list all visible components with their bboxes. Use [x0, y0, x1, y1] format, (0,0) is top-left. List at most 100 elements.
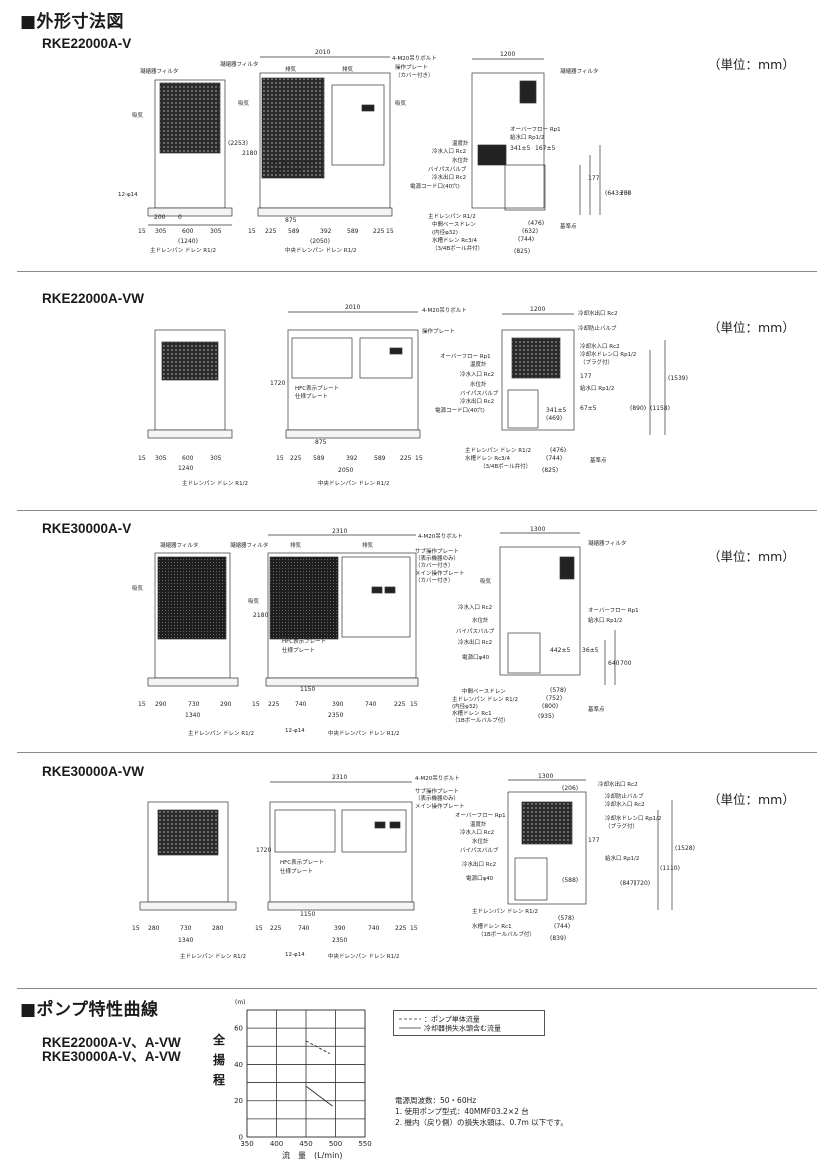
- dim-left-part: 730: [180, 925, 192, 932]
- label-cold-out: 冷水出口 Rc2: [458, 638, 492, 646]
- label-drain-sub2: (内径φ32): [452, 702, 478, 710]
- dim-side-vert: (588): [562, 877, 578, 884]
- pump-models-1: RKE22000A-V、A-VW: [42, 1035, 181, 1050]
- label-drain: 主ドレンパン ドレン R1/2: [188, 729, 254, 737]
- label-cold-in: 冷水入口 Rc2: [458, 603, 492, 611]
- dim-base-part: 589: [288, 228, 300, 235]
- label-plate: 操作プレート: [422, 327, 455, 335]
- dim-side-part: (578): [558, 915, 574, 922]
- label-cooler-out: 冷却水出口 Rc2: [598, 780, 638, 788]
- label-cooler-in: 冷却水入口 Rc2: [580, 342, 620, 350]
- label-cold-in: 冷水入口 Rc2: [460, 828, 494, 836]
- label-filter: 凝縮器フィルタ: [588, 539, 626, 547]
- label-intake: 吸気: [132, 584, 144, 592]
- label-water-supply: 給水口 Rp1/2: [588, 616, 622, 624]
- drawing-rke30000a-vw: 4-M20吊りボルト サブ操作プレート （表示機器のみ） メイン操作プレート H…: [132, 773, 695, 960]
- label-water-gauge: 水位計: [472, 837, 489, 845]
- label-water-gauge: 水位計: [472, 616, 489, 624]
- legend-solid-label: 冷却器損失水頭含む流量: [424, 1024, 501, 1033]
- dim-height-outer: (2253): [228, 140, 248, 147]
- dim-base-part: 589: [374, 455, 386, 462]
- dim-side-vert: (1158): [650, 405, 670, 412]
- dim-base-part: 15: [415, 455, 423, 462]
- dim-left-part: 305: [155, 228, 167, 235]
- dim-base-part: 225: [400, 455, 412, 462]
- dim-side-part: (800): [542, 703, 558, 710]
- condenser-filter-grid: [269, 556, 339, 640]
- model-title: RKE30000A-V: [42, 521, 132, 536]
- left-view: [147, 552, 239, 687]
- front-view: [267, 781, 415, 911]
- label-filter: 凝縮器フィルタ: [560, 67, 598, 75]
- note-line: 1. 使用ポンプ型式：40MMF03.2×2 台: [395, 1107, 529, 1116]
- model-title: RKE30000A-VW: [42, 764, 145, 779]
- label-cold-out: 冷却水出口 Rc2: [578, 309, 618, 317]
- dim-base-part: 15: [248, 228, 256, 235]
- dim-left-part: 15: [138, 701, 146, 708]
- dim-base-part: 15: [276, 455, 284, 462]
- chart-ylabel: 全揚程: [212, 1033, 225, 1087]
- label-tank-drain-sub: （1Bボールバルブ付）: [478, 930, 535, 938]
- dim-base-part: 15: [410, 701, 418, 708]
- dim-base-part: 392: [346, 455, 358, 462]
- label-cold-out: 冷水出口 Rc2: [462, 860, 496, 868]
- dim-base-part: 15: [255, 925, 263, 932]
- label-filter: 凝縮器フィルタ: [140, 67, 178, 75]
- label-filter: 凝縮器フィルタ: [220, 60, 258, 68]
- label-bolt: 4-M20吊りボルト: [422, 306, 467, 314]
- condenser-grid: [511, 337, 561, 379]
- condenser-filter-grid: [261, 77, 325, 179]
- label-hfc: HFC表示プレート: [280, 858, 324, 866]
- dim-left-total: 1340: [185, 712, 200, 719]
- dim-side-vert: 36±5: [582, 647, 599, 654]
- dim-base-part: 225: [290, 455, 302, 462]
- label-spec: 仕様プレート: [270, 167, 303, 175]
- dim-side-vert: (1539): [668, 375, 688, 382]
- note-line: 2. 機内（戻り側）の損失水頭は、0.7m 以下です。: [395, 1118, 568, 1127]
- dim-height: 2180: [242, 150, 257, 157]
- label-intake: 吸気: [395, 99, 407, 107]
- divider: [17, 752, 817, 753]
- condenser-grid: [157, 809, 219, 856]
- unit-label: （単位：mm）: [708, 57, 795, 72]
- dim-left-part: 280: [212, 925, 224, 932]
- dim-side-vert: (1110): [660, 865, 680, 872]
- condenser-filter-grid: [159, 82, 221, 154]
- label-exhaust: 排気: [290, 541, 302, 549]
- dim-side-width: 1200: [530, 306, 545, 313]
- label-bypass: バイパスバルブ: [460, 389, 499, 397]
- dim-side-part: (744): [518, 236, 534, 243]
- label-tank-drain-sub: （3/4Bボール弁付）: [432, 244, 483, 252]
- label-plate: 操作プレート: [395, 63, 428, 71]
- dim-width: 2310: [332, 528, 347, 535]
- dim-height: 1720: [256, 847, 271, 854]
- label-overflow: オーバーフロー Rp1: [455, 812, 506, 819]
- label-cooler-drain: 冷却水ドレン口 Rp1/2: [605, 814, 661, 822]
- label-main-cover: （カバー付き）: [415, 576, 454, 584]
- dim-height: 2180: [253, 612, 268, 619]
- dim-base-part: 15: [386, 228, 394, 235]
- unit-label: （単位：mm）: [708, 792, 795, 807]
- drawing-rke22000a-vw: 4-M20吊りボルト 操作プレート HFC表示プレート 仕様プレート 冷却水出口…: [138, 304, 688, 487]
- chart-grid: [246, 1009, 366, 1138]
- dim-left-part: 600: [182, 228, 194, 235]
- label-hfc: HFC表示プレート: [282, 637, 326, 645]
- label-overflow: オーバーフロー Rp1: [510, 126, 561, 133]
- x-tick-label: 350: [240, 1140, 253, 1148]
- dim-side-part: (744): [554, 923, 570, 930]
- dim-side-vert: 177: [588, 837, 600, 844]
- dim-base-part: 392: [320, 228, 332, 235]
- model-title: RKE22000A-VW: [42, 291, 145, 306]
- label-bypass: バイパスバルブ: [456, 627, 495, 635]
- label-cord: 電源コード口(40穴): [435, 406, 485, 414]
- label-cold-out2: 冷水出口 Rc2: [460, 397, 494, 405]
- label-overflow: オーバーフロー Rp1: [588, 607, 639, 614]
- label-base-point: 基準点: [590, 456, 607, 464]
- label-thermo: 温度計: [470, 360, 487, 368]
- dim-side-vert: (643±5): [605, 190, 630, 197]
- label-cold-out: 冷水出口 Rc2: [432, 173, 466, 181]
- dim-left-part: 15: [138, 455, 146, 462]
- label-base-point: 基準点: [560, 222, 577, 230]
- label-plug: （プラグ付）: [580, 358, 613, 366]
- dim-side-vert: 341±5: [546, 407, 566, 414]
